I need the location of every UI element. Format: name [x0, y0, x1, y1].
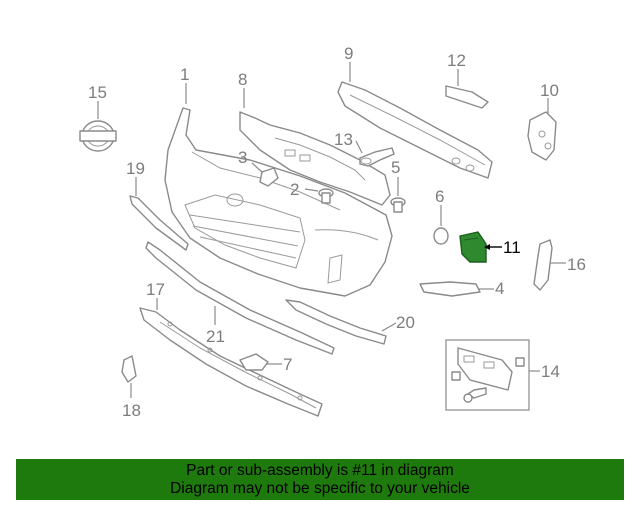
part-21-lower-spoiler[interactable] — [145, 241, 335, 355]
callout-1[interactable]: 1 — [180, 65, 189, 84]
part-7-clip[interactable] — [239, 353, 269, 371]
callout-4[interactable]: 4 — [495, 279, 504, 298]
callout-20[interactable]: 20 — [396, 313, 415, 332]
part-15-emblem[interactable] — [79, 120, 117, 152]
part-12-bracket[interactable] — [445, 85, 489, 109]
callout-3[interactable]: 3 — [238, 148, 247, 167]
leader-20 — [381, 322, 397, 332]
callout-18[interactable]: 18 — [122, 401, 141, 420]
parts-diagram: 15 1 8 3 2 9 12 — [79, 44, 586, 420]
arrow-11 — [484, 244, 490, 250]
part-6-grommet[interactable] — [433, 227, 449, 245]
part-8-energy-absorber[interactable] — [239, 111, 391, 206]
callout-17[interactable]: 17 — [146, 280, 165, 299]
part-16-side-marker[interactable] — [533, 239, 553, 291]
banner-line-1: Part or sub-assembly is #11 in diagram — [186, 461, 454, 479]
part-11-highlighted-bracket[interactable] — [459, 231, 487, 263]
part-1-bumper-fascia[interactable] — [164, 107, 393, 297]
callout-2[interactable]: 2 — [290, 180, 299, 199]
callout-15[interactable]: 15 — [88, 83, 107, 102]
part-5-clip[interactable] — [390, 197, 406, 213]
callout-21[interactable]: 21 — [206, 327, 225, 346]
leader-13 — [355, 140, 363, 154]
callout-6[interactable]: 6 — [435, 187, 444, 206]
callout-13[interactable]: 13 — [334, 130, 353, 149]
callout-7[interactable]: 7 — [283, 355, 292, 374]
leader-3 — [251, 162, 263, 173]
banner-line-2: Diagram may not be specific to your vehi… — [170, 479, 470, 497]
part-19-molding[interactable] — [129, 195, 189, 251]
part-9-reinforcement[interactable] — [337, 81, 493, 179]
part-13-tow-hook[interactable] — [359, 147, 395, 167]
part-4-bracket[interactable] — [419, 281, 481, 297]
part-2-clip[interactable] — [318, 188, 334, 204]
leader-2 — [304, 188, 319, 192]
callout-8[interactable]: 8 — [238, 70, 247, 89]
part-20-molding[interactable] — [285, 299, 387, 345]
part-14-license-bracket-kit[interactable] — [445, 339, 530, 411]
callout-19[interactable]: 19 — [126, 159, 145, 178]
part-17-lower-panel[interactable] — [139, 307, 323, 417]
part-18-clip[interactable] — [121, 355, 137, 383]
callout-12[interactable]: 12 — [447, 51, 466, 70]
part-10-side-bracket[interactable] — [527, 111, 557, 161]
callout-9[interactable]: 9 — [344, 44, 353, 63]
callout-14[interactable]: 14 — [541, 362, 560, 381]
callout-16[interactable]: 16 — [567, 255, 586, 274]
callout-5[interactable]: 5 — [391, 158, 400, 177]
callout-11[interactable]: 11 — [503, 238, 521, 257]
callout-10[interactable]: 10 — [540, 81, 559, 100]
info-banner: Part or sub-assembly is #11 in diagram D… — [16, 459, 624, 500]
part-3-bracket[interactable] — [259, 167, 279, 187]
